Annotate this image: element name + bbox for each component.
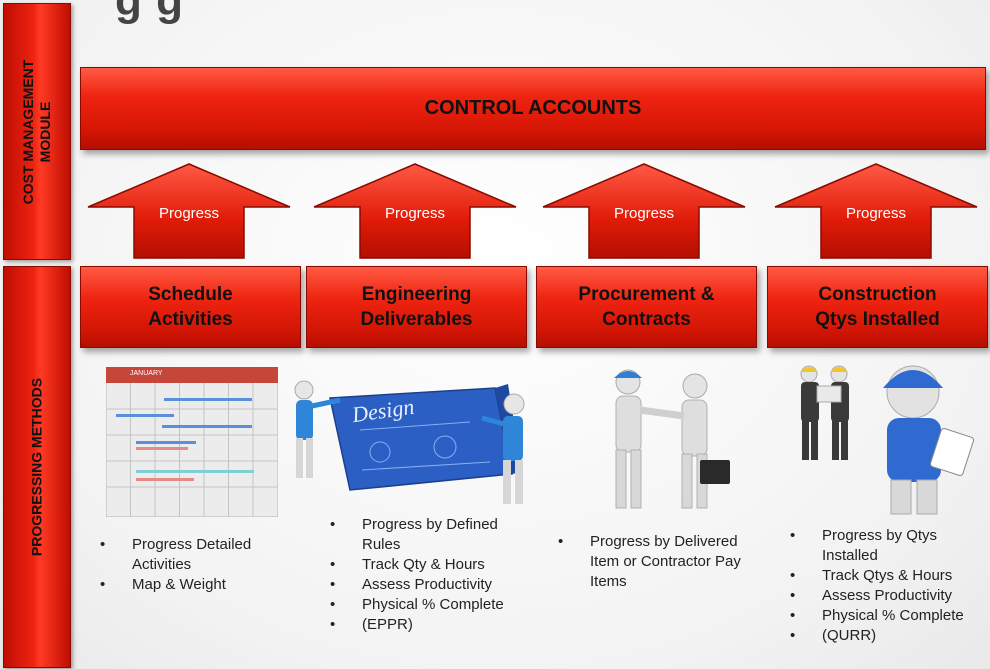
- up-arrow-icon: [774, 163, 978, 259]
- category-construction-qtys: Construction Qtys Installed: [767, 266, 988, 348]
- calendar-illustration: JANUARY: [105, 366, 279, 518]
- up-arrow-icon: [313, 163, 517, 259]
- list-item: Progress by Defined Rules: [330, 515, 535, 555]
- list-item: Map & Weight: [100, 575, 280, 595]
- construction-workers-illustration: [795, 358, 980, 516]
- progress-label: Progress: [384, 205, 446, 222]
- bullet-list-schedule: Progress Detailed Activities Map & Weigh…: [100, 535, 280, 595]
- list-item: (QURR): [790, 626, 988, 646]
- category-label: Schedule Activities: [148, 284, 233, 330]
- list-item: Progress by Delivered Item or Contractor…: [558, 532, 748, 592]
- category-label: Procurement & Contracts: [578, 284, 715, 330]
- list-item: Physical % Complete: [790, 606, 988, 626]
- list-item: Track Qtys & Hours: [790, 566, 988, 586]
- handshake-illustration: [600, 362, 760, 512]
- list-item: Progress Detailed Activities: [100, 535, 280, 575]
- category-engineering-deliverables: Engineering Deliverables: [306, 266, 527, 348]
- page-title-partial: g g: [115, 0, 184, 25]
- calendar-icon: [105, 366, 279, 518]
- progress-arrow-construction: Progress: [773, 162, 979, 260]
- list-item: Physical % Complete: [330, 595, 535, 615]
- person-figure-left: [294, 380, 341, 478]
- category-label: Construction Qtys Installed: [815, 284, 940, 330]
- list-item: Assess Productivity: [330, 575, 535, 595]
- calendar-month: JANUARY: [130, 370, 163, 377]
- bullet-list-engineering: Progress by Defined Rules Track Qty & Ho…: [330, 515, 535, 635]
- control-accounts-label: CONTROL ACCOUNTS: [424, 97, 642, 119]
- list-item: (EPPR): [330, 615, 535, 635]
- sidebar-progressing-methods: PROGRESSING METHODS: [3, 266, 71, 668]
- handshake-icon: [614, 369, 730, 509]
- blueprint-illustration: Design: [290, 372, 540, 512]
- list-item: Assess Productivity: [790, 586, 988, 606]
- sidebar-cost-management-label: COST MANAGEMENT MODULE: [20, 59, 53, 204]
- progress-arrow-engineering: Progress: [312, 162, 518, 260]
- bullet-list-construction: Progress by Qtys Installed Track Qtys & …: [790, 526, 988, 646]
- progress-label: Progress: [158, 205, 220, 222]
- progress-arrow-schedule: Progress: [86, 162, 292, 260]
- category-schedule-activities: Schedule Activities: [80, 266, 301, 348]
- category-label: Engineering Deliverables: [360, 284, 473, 330]
- sidebar-cost-management: COST MANAGEMENT MODULE: [3, 3, 71, 260]
- category-procurement-contracts: Procurement & Contracts: [536, 266, 757, 348]
- progress-label: Progress: [613, 205, 675, 222]
- list-item: Track Qty & Hours: [330, 555, 535, 575]
- bullet-list-procurement: Progress by Delivered Item or Contractor…: [558, 532, 748, 592]
- sidebar-progressing-methods-label: PROGRESSING METHODS: [28, 377, 45, 557]
- control-accounts-bar: CONTROL ACCOUNTS: [80, 67, 986, 150]
- person-figure-right: [481, 393, 525, 504]
- up-arrow-icon: [542, 163, 746, 259]
- progress-arrow-procurement: Progress: [541, 162, 747, 260]
- up-arrow-icon: [87, 163, 291, 259]
- hard-hat-workers-icon: [800, 365, 975, 515]
- progress-label: Progress: [845, 205, 907, 222]
- list-item: Progress by Qtys Installed: [790, 526, 988, 566]
